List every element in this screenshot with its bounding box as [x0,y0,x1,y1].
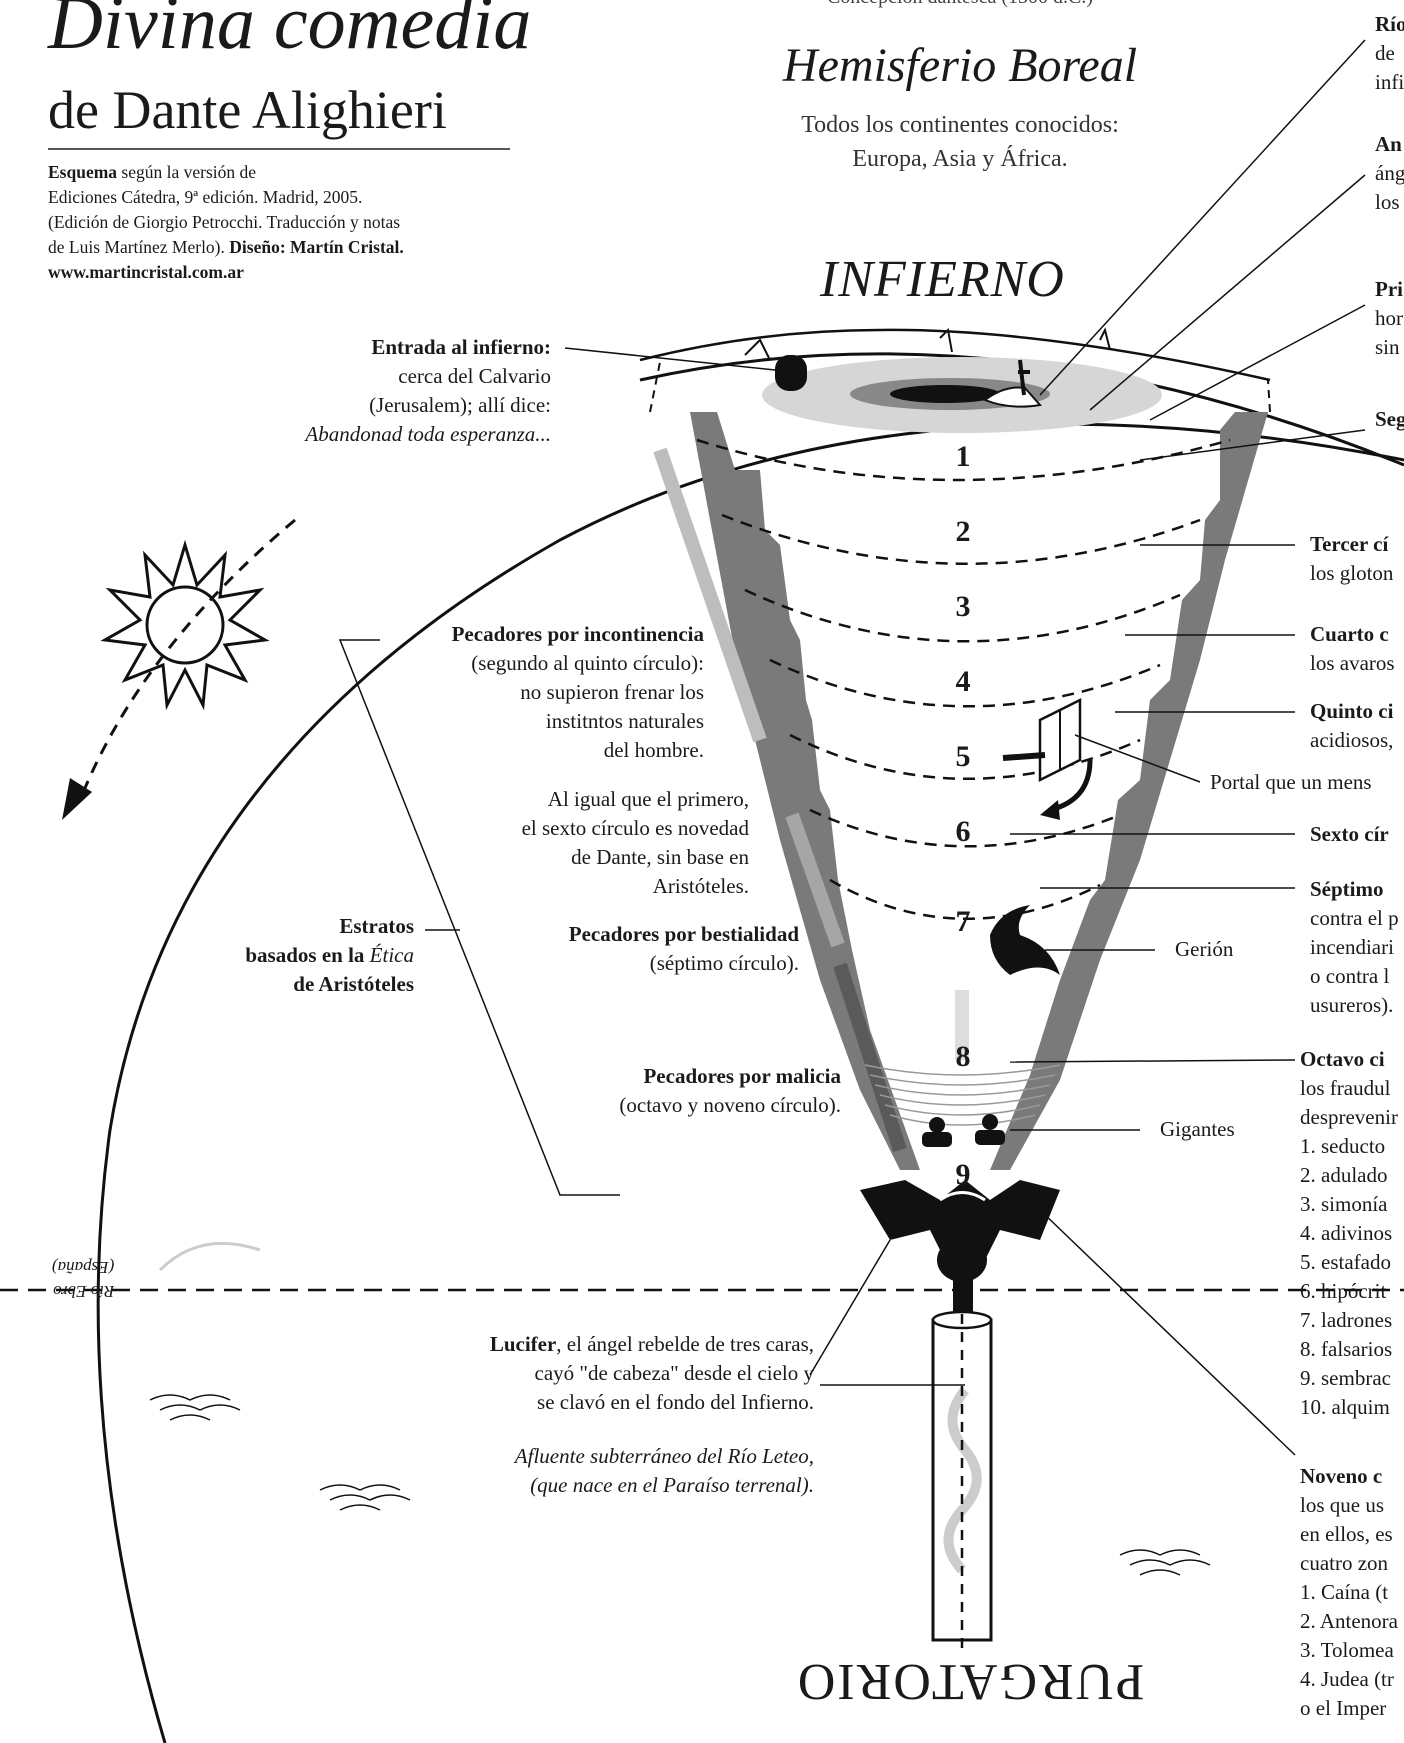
primer-label: Pri hor sin [1375,275,1403,362]
ebro-label: Río Ebro (España) [52,1255,114,1303]
incontinencia-label: Pecadores por incontinencia (segundo al … [452,620,704,765]
hemisphere-title: Hemisferio Boreal [760,38,1160,93]
lucifer-label: Lucifer, el ángel rebelde de tres caras,… [490,1330,814,1417]
noveno-label: Noveno c los que us en ellos, es cuatro … [1300,1462,1398,1723]
antein-label: An áng los [1375,130,1404,217]
circle-number-2: 2 [943,515,983,549]
septimo-label: Séptimo contra el p incendiari o contra … [1310,875,1399,1020]
circle-number-8: 8 [943,1040,983,1074]
credits-block: Esquema según la versión de Ediciones Cá… [48,160,404,285]
ebro-river [160,1243,260,1270]
hemisphere-description: Todos los continentes conocidos: Europa,… [740,108,1180,176]
cuarto-label: Cuarto c los avaros [1310,620,1395,678]
octavo-label: Octavo ci los fraudul desprevenir 1. sed… [1300,1045,1398,1422]
circle-number-5: 5 [943,740,983,774]
portal-label: Portal que un mens [1210,768,1372,797]
hell-gate-arch [775,355,807,391]
portal-arrow-in [1003,755,1045,758]
page-subtitle: de Dante Alighieri [48,78,447,142]
circle-number-3: 3 [943,590,983,624]
page-title: Divina comedia [48,0,531,68]
circle-number-9: 9 [943,1158,983,1192]
hemisphere-caption: Concepción dantesca (1300 d.C.) [760,0,1160,9]
sexto-note: Al igual que el primero, el sexto círcul… [522,785,749,901]
bestialidad-label: Pecadores por bestialidad (séptimo círcu… [569,920,799,978]
rio-label: Río de infi [1375,10,1404,97]
tercer-label: Tercer cí los gloton [1310,530,1393,588]
circle-number-7: 7 [943,905,983,939]
title-rule [48,148,510,150]
circle-number-6: 6 [943,815,983,849]
giants-figures [922,1114,1005,1147]
circle-number-1: 1 [943,440,983,474]
afluente-label: Afluente subterráneo del Río Leteo, (que… [515,1442,814,1500]
gigantes-label: Gigantes [1160,1115,1235,1144]
purgatorio-label: PURGATORIO [760,1652,1180,1711]
gerion-label: Gerión [1175,935,1233,964]
circle-number-4: 4 [943,665,983,699]
malicia-label: Pecadores por malicia (octavo y noveno c… [619,1062,841,1120]
entrada-label: Entrada al infierno: cerca del Calvario … [305,333,551,449]
segundo-label: Seg [1375,405,1404,434]
website-link[interactable]: www.martincristal.com.ar [48,262,244,282]
estratos-label: Estratos basados en la Ética de Aristóte… [245,912,414,999]
quinto-label: Quinto ci acidiosos, [1310,697,1393,755]
geryon-figure [990,905,1060,975]
sexto-label: Sexto cír [1310,820,1389,849]
inferno-label: INFIERNO [820,250,1065,309]
